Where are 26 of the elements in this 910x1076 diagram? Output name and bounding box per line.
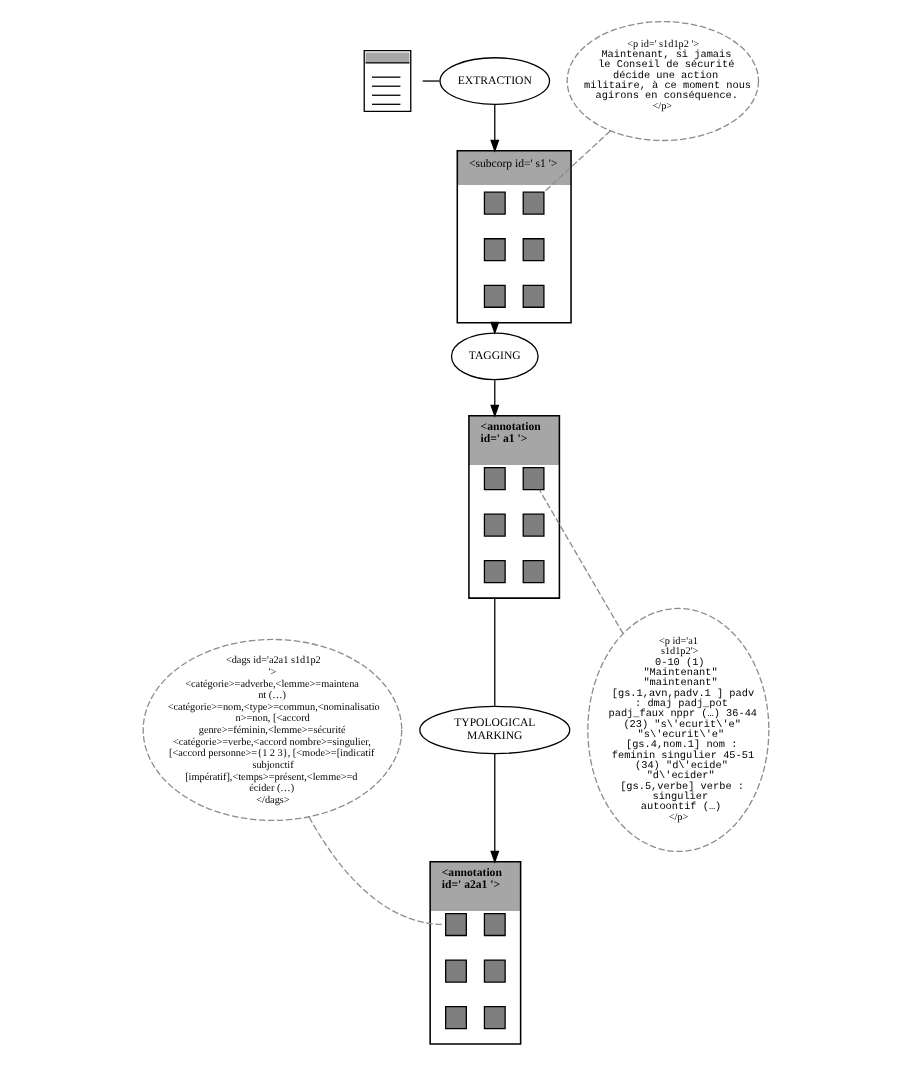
node-box <box>482 191 505 215</box>
arrow <box>489 104 499 153</box>
node-box <box>482 1005 505 1030</box>
arrow <box>489 753 499 864</box>
node-box <box>482 912 505 937</box>
node-box <box>482 466 505 491</box>
node-box <box>482 959 505 983</box>
connector <box>537 489 623 635</box>
connector <box>307 816 444 926</box>
node-box <box>444 912 466 937</box>
node-box <box>444 959 466 983</box>
arrow <box>489 379 499 418</box>
node-box <box>444 1005 466 1030</box>
connector <box>542 130 610 193</box>
node-box <box>482 238 505 262</box>
node-box <box>482 559 505 584</box>
node-box <box>521 191 544 215</box>
node-box <box>482 513 505 537</box>
node-box <box>521 466 544 491</box>
node-box <box>482 284 505 308</box>
connector <box>493 597 495 707</box>
node-box <box>521 559 544 584</box>
connector <box>421 80 440 82</box>
node-box <box>521 513 544 537</box>
node-box <box>521 238 544 262</box>
node-box <box>521 284 544 308</box>
